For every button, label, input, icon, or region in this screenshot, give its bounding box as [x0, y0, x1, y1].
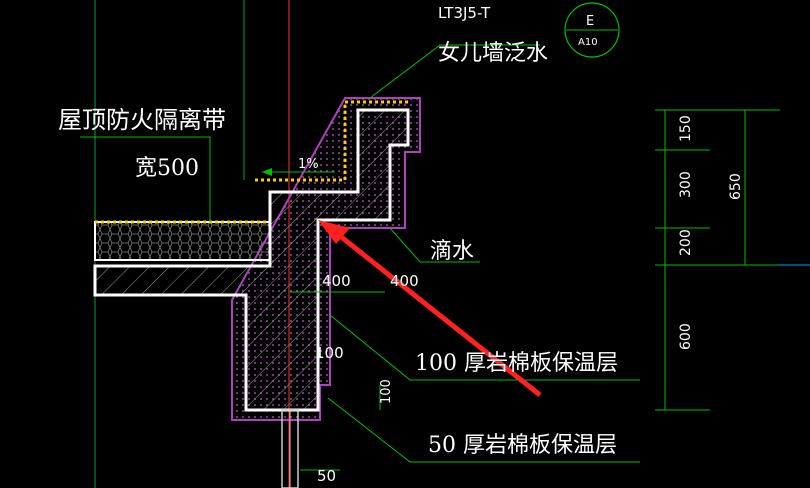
axis-letter: E	[586, 14, 594, 29]
dim-400b-label: 400	[390, 272, 419, 290]
drip-label: 滴水	[430, 239, 474, 264]
dim-650-group: 650	[728, 173, 744, 200]
dim-150-label: 150	[678, 115, 694, 142]
dim-200-label: 200	[678, 229, 694, 256]
leader-firebreak	[80, 136, 211, 222]
dim-100-label: 100	[315, 344, 344, 362]
dim-300-label: 300	[678, 171, 694, 198]
dim-100v-group: 100	[379, 379, 394, 404]
dim-650-label: 650	[728, 173, 744, 200]
slope-arrowhead	[262, 168, 272, 176]
insulation-50-label: 50 厚岩棉板保温层	[428, 433, 617, 458]
annotation-arrowhead	[318, 220, 350, 244]
axis-bubble	[564, 2, 620, 58]
leader-insulation-100	[329, 314, 640, 381]
dim-400-label: 400	[322, 272, 351, 290]
concrete-section	[93, 108, 410, 412]
parapet-flashing-label: 女儿墙泛水	[438, 41, 548, 66]
dim-200-group: 200	[678, 229, 694, 256]
dim-50-label: 50	[317, 467, 336, 485]
axis-sheet: A10	[578, 37, 598, 48]
waterproof-parapet	[255, 100, 410, 182]
detail-ref: LT3J5-T	[438, 4, 491, 22]
roof-insulation-layer	[94, 221, 271, 261]
dim-600-label: 600	[678, 323, 694, 350]
insulation-100-label: 100 厚岩棉板保温层	[415, 351, 618, 376]
dim-100v-label: 100	[379, 379, 394, 404]
annotation-arrow-shaft	[328, 226, 542, 397]
slope-label: 1%	[298, 157, 319, 172]
leader-insulation-50	[327, 397, 640, 463]
leader-parapet	[369, 44, 540, 99]
dim-150-group: 150	[678, 115, 694, 142]
firebreak-width: 宽500	[135, 156, 199, 181]
dim-600-group: 600	[678, 323, 694, 350]
dim-300-group: 300	[678, 171, 694, 198]
leader-drip	[389, 227, 480, 263]
firebreak-title: 屋顶防火隔离带	[58, 106, 226, 134]
